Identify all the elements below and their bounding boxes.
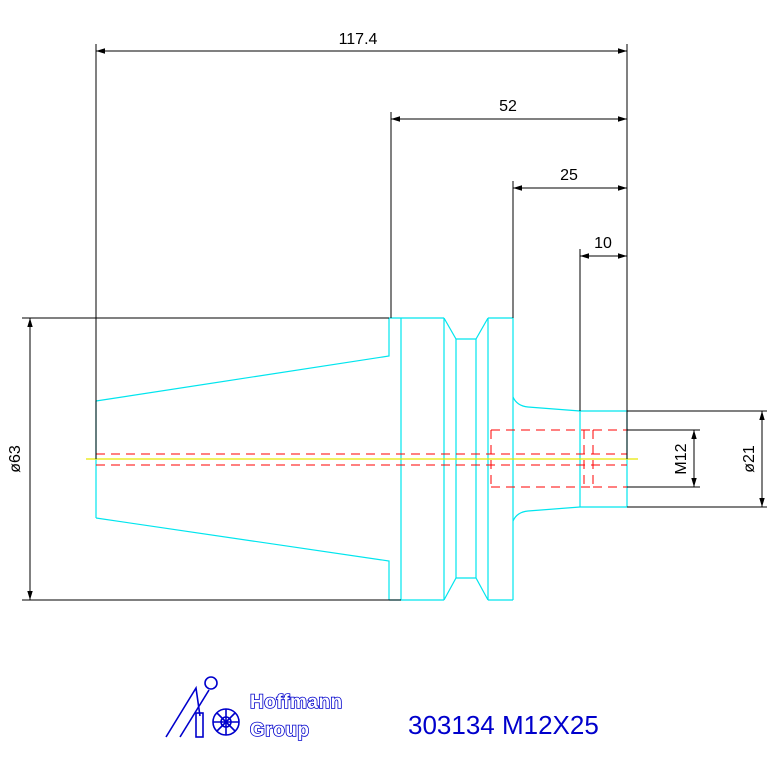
hidden-lines: [96, 429, 627, 488]
dim-length-25: 25: [560, 167, 578, 184]
dim-length-10: 10: [594, 235, 612, 252]
dim-diameter-21: ø21: [741, 445, 758, 473]
dim-length-52: 52: [499, 98, 517, 115]
taper-upper-edge: [95, 318, 390, 402]
dim-thread-m12: M12: [673, 443, 690, 474]
logo-line-1: Hoffmann: [250, 692, 343, 713]
dim-diameter-63: ø63: [7, 445, 24, 473]
taper-lower-edge: [95, 517, 390, 600]
logo-line-2: Group: [250, 720, 310, 741]
v-groove-lower: [443, 577, 489, 601]
v-groove-upper: [443, 317, 489, 340]
hoffmann-logo: Hoffmann Group: [165, 676, 343, 742]
part-number: 303134 M12X25: [408, 710, 599, 740]
hoffmann-logo-icon: [165, 676, 240, 738]
dimension-lines: [22, 44, 767, 601]
dim-overall-length: 117.4: [339, 31, 378, 48]
